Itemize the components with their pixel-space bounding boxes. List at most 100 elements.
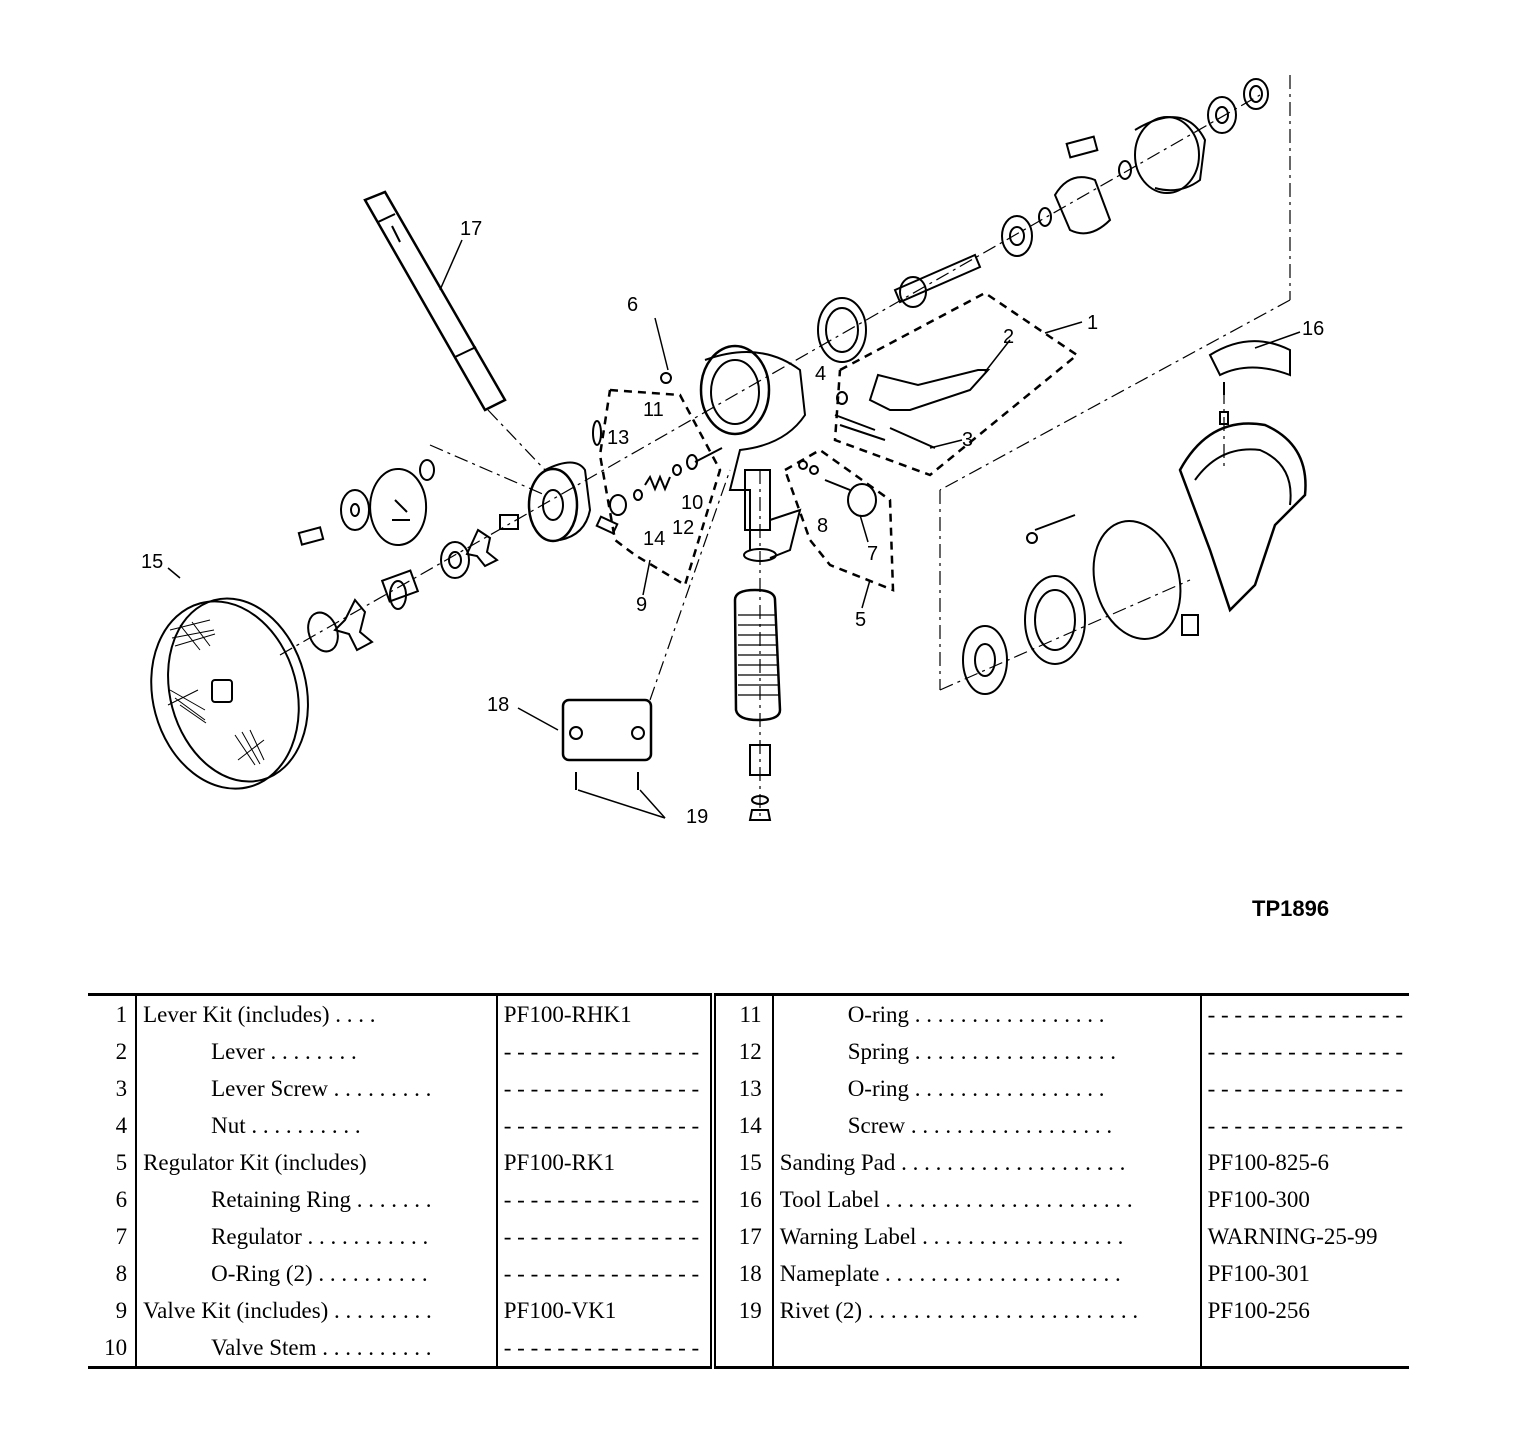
part-number-index: 5 bbox=[115, 1149, 128, 1175]
part-description: Valve Kit (includes) . . . . . . . . . bbox=[135, 1292, 497, 1329]
lever-kit-outline bbox=[833, 291, 1080, 477]
callout-15: 15 bbox=[141, 551, 163, 573]
callout-19: 19 bbox=[686, 806, 708, 828]
part-description: Rivet (2) . . . . . . . . . . . . . . . … bbox=[771, 1292, 1201, 1329]
part-order-number: - - - - - - - - - - - - - - - bbox=[495, 1329, 714, 1368]
parts-row: 7 Regulator . . . . . . . . . . .- - - - … bbox=[88, 1218, 1409, 1255]
regulator-kit-outline bbox=[783, 448, 895, 592]
front-housing-parts bbox=[297, 459, 519, 653]
parts-row: 6 Retaining Ring . . . . . . .- - - - - -… bbox=[88, 1181, 1409, 1218]
callout-4: 4 bbox=[815, 363, 826, 385]
part-order-number: PF100-301 bbox=[1199, 1255, 1409, 1292]
part-number-index: 14 bbox=[710, 1107, 773, 1144]
part-order-number: - - - - - - - - - - - - - - - bbox=[495, 1218, 714, 1255]
part-description: Tool Label . . . . . . . . . . . . . . .… bbox=[771, 1181, 1201, 1218]
leader-lines bbox=[167, 239, 1301, 819]
grip-part bbox=[733, 588, 782, 821]
part-description: Sanding Pad . . . . . . . . . . . . . . … bbox=[771, 1144, 1201, 1181]
part-order-number bbox=[1199, 1329, 1409, 1368]
part-order-number: - - - - - - - - - - - - - - - bbox=[1199, 1033, 1409, 1070]
part-description: Lever Screw . . . . . . . . . bbox=[135, 1070, 497, 1107]
kit-outlines bbox=[598, 291, 1080, 592]
part-description: Spring . . . . . . . . . . . . . . . . .… bbox=[771, 1033, 1201, 1070]
part-number-index: 8 bbox=[115, 1260, 128, 1286]
part-order-number: PF100-825-6 bbox=[1199, 1144, 1409, 1181]
part-number-index: 12 bbox=[710, 1033, 773, 1070]
callout-9: 9 bbox=[636, 594, 647, 616]
part-description: Warning Label . . . . . . . . . . . . . … bbox=[771, 1218, 1201, 1255]
callout-6: 6 bbox=[627, 294, 638, 316]
front-housing bbox=[527, 461, 592, 543]
part-number-index: 2 bbox=[115, 1038, 128, 1064]
callout-labels: 1 2 3 4 5 6 7 8 9 10 11 12 13 14 15 16 1… bbox=[141, 218, 1324, 828]
part-number-index bbox=[710, 1329, 773, 1368]
pad-guard-parts bbox=[962, 340, 1307, 695]
part-number-index: 3 bbox=[115, 1075, 128, 1101]
part-description: Retaining Ring . . . . . . . bbox=[135, 1181, 497, 1218]
part-description: Regulator Kit (includes) bbox=[135, 1144, 497, 1181]
lever-part bbox=[834, 369, 991, 449]
part-order-number: - - - - - - - - - - - - - - - bbox=[1199, 994, 1409, 1033]
callout-12: 12 bbox=[672, 517, 694, 539]
part-order-number: PF100-RHK1 bbox=[495, 994, 714, 1033]
part-order-number: - - - - - - - - - - - - - - - bbox=[495, 1255, 714, 1292]
part-number-index: 7 bbox=[115, 1223, 128, 1249]
part-order-number: - - - - - - - - - - - - - - - bbox=[495, 1107, 714, 1144]
part-order-number: PF100-256 bbox=[1199, 1292, 1409, 1329]
parts-row: 3 Lever Screw . . . . . . . . . - - - - - … bbox=[88, 1070, 1409, 1107]
part-description: Lever . . . . . . . . bbox=[135, 1033, 497, 1070]
pad-texture bbox=[167, 619, 265, 766]
exploded-parts-diagram: 1 2 3 4 5 6 7 8 9 10 11 12 13 14 15 16 1… bbox=[141, 75, 1324, 828]
part-order-number: - - - - - - - - - - - - - - - bbox=[1199, 1107, 1409, 1144]
callout-13: 13 bbox=[607, 427, 629, 449]
part-order-number: PF100-RK1 bbox=[495, 1144, 714, 1181]
parts-row: 8 O-Ring (2) . . . . . . . . . .- - - - -… bbox=[88, 1255, 1409, 1292]
part-order-number: - - - - - - - - - - - - - - - bbox=[495, 1033, 714, 1070]
part-order-number: - - - - - - - - - - - - - - - bbox=[1199, 1070, 1409, 1107]
part-number-index: 18 bbox=[710, 1255, 773, 1292]
motor-internal-parts bbox=[817, 78, 1269, 363]
part-number-index: 9 bbox=[115, 1297, 128, 1323]
callout-16: 16 bbox=[1302, 318, 1324, 340]
callout-17: 17 bbox=[460, 218, 482, 240]
part-number-index: 6 bbox=[115, 1186, 128, 1212]
callout-8: 8 bbox=[817, 515, 828, 537]
part-number-index: 11 bbox=[710, 994, 773, 1033]
part-description: O-ring . . . . . . . . . . . . . . . . . bbox=[771, 994, 1201, 1033]
nameplate-part bbox=[561, 698, 653, 790]
sanding-pad-part bbox=[150, 597, 309, 790]
part-number-index: 13 bbox=[710, 1070, 773, 1107]
callout-3: 3 bbox=[962, 429, 973, 451]
part-description: Lever Kit (includes) . . . . bbox=[135, 994, 497, 1033]
callout-18: 18 bbox=[487, 694, 509, 716]
warning-label-part bbox=[363, 190, 507, 412]
part-order-number: - - - - - - - - - - - - - - - bbox=[495, 1181, 714, 1218]
part-number-index: 19 bbox=[710, 1292, 773, 1329]
callout-2: 2 bbox=[1003, 326, 1014, 348]
part-description: Regulator . . . . . . . . . . . bbox=[135, 1218, 497, 1255]
valve-kit-outline bbox=[598, 388, 722, 587]
part-description: Nut . . . . . . . . . . bbox=[135, 1107, 497, 1144]
part-description: Screw . . . . . . . . . . . . . . . . . … bbox=[771, 1107, 1201, 1144]
callout-1: 1 bbox=[1087, 312, 1098, 334]
part-number-index: 1 bbox=[115, 1001, 128, 1027]
part-number-index: 4 bbox=[115, 1112, 128, 1138]
part-number-index: 16 bbox=[710, 1181, 773, 1218]
callout-10: 10 bbox=[681, 492, 703, 514]
part-number-index: 15 bbox=[710, 1144, 773, 1181]
part-description: O-Ring (2) . . . . . . . . . . bbox=[135, 1255, 497, 1292]
part-description: O-ring . . . . . . . . . . . . . . . . . bbox=[771, 1070, 1201, 1107]
figure-code: TP1896 bbox=[1252, 896, 1330, 921]
regulator-parts bbox=[798, 391, 877, 517]
valve-parts bbox=[592, 372, 723, 535]
callout-7: 7 bbox=[867, 543, 878, 565]
callout-5: 5 bbox=[855, 609, 866, 631]
callout-11: 11 bbox=[643, 399, 664, 421]
part-order-number: PF100-VK1 bbox=[495, 1292, 714, 1329]
